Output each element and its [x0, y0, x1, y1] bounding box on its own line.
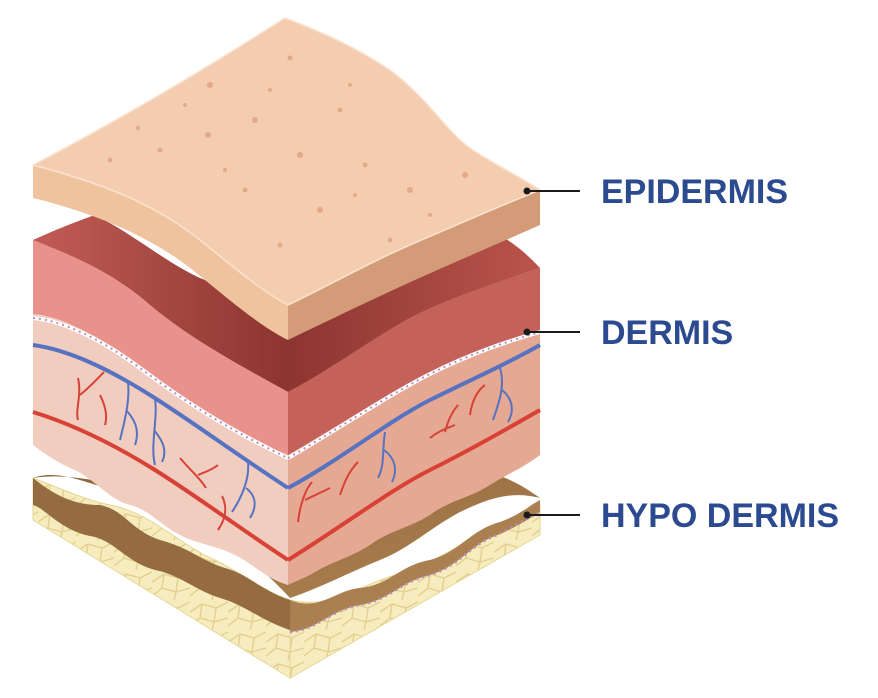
epidermis-label: EPIDERMIS — [601, 173, 788, 211]
artery-capillaries — [76, 371, 486, 531]
dermis-label: DERMIS — [601, 314, 733, 352]
epidermis-callout: EPIDERMIS — [523, 173, 788, 211]
epidermis-pores — [107, 55, 468, 248]
hypodermis-brown-edge-right — [290, 500, 540, 632]
artery-main-right — [286, 408, 541, 562]
hypodermis-callout: HYPO DERMIS — [523, 497, 839, 535]
hypodermis-label: HYPO DERMIS — [601, 497, 839, 535]
epidermis-layer — [30, 17, 542, 340]
dermis-callout: DERMIS — [523, 314, 733, 352]
artery-main-left — [32, 410, 290, 562]
vein-main-left — [32, 343, 290, 490]
epidermis-top-surface — [30, 17, 542, 306]
hypodermis-brown-edge-left — [33, 478, 290, 630]
dermis-upper-band-right — [288, 268, 540, 455]
epidermis-right-face — [288, 190, 540, 340]
hypodermis-membrane-line — [289, 510, 541, 634]
dermis-upper-band-left — [33, 240, 288, 455]
dermis-membrane-line-right — [287, 330, 541, 460]
dermis-membrane-line-left — [32, 316, 289, 460]
vein-capillaries — [119, 367, 513, 519]
epidermis-left-face — [33, 165, 288, 340]
vein-main-right — [287, 343, 541, 490]
